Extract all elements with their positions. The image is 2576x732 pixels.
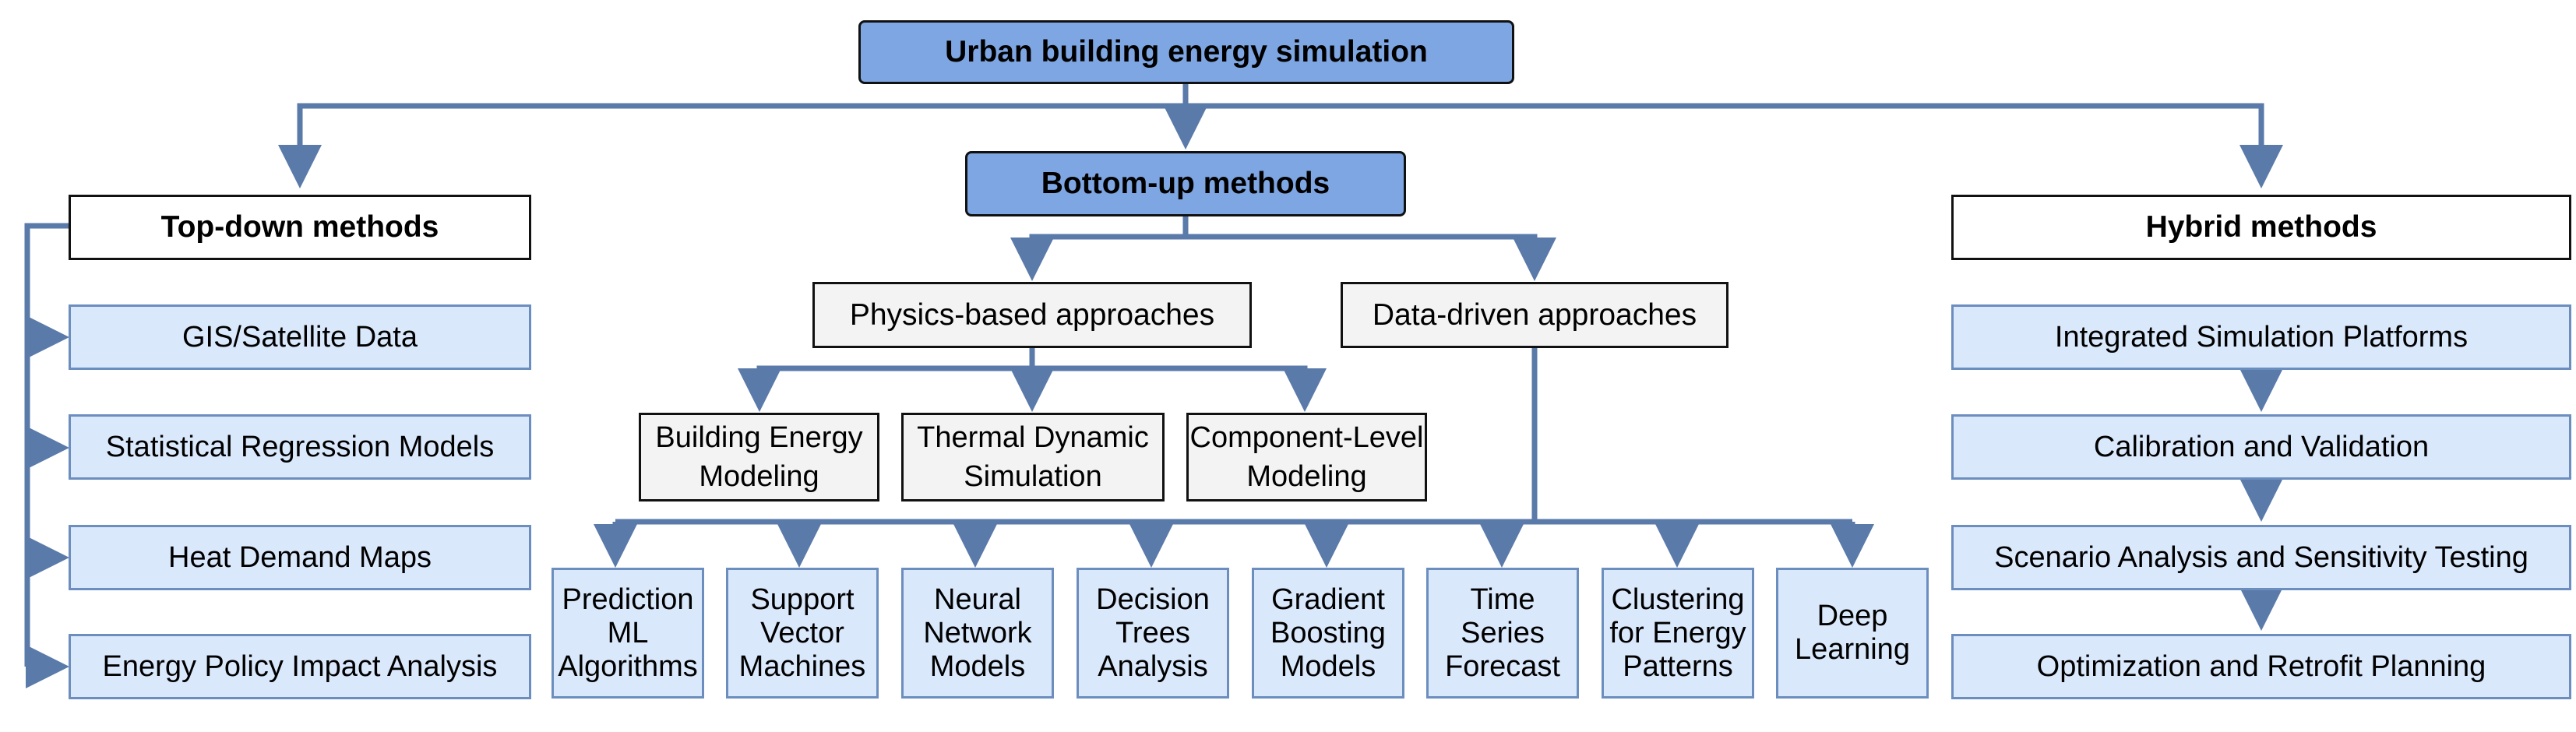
hybrid-methods-node: Hybrid methods bbox=[1951, 195, 2571, 260]
connector-physics-trunk bbox=[738, 348, 1035, 412]
hybrid-item: Calibration and Validation bbox=[1951, 414, 2571, 480]
connector-topdown-trunk bbox=[24, 223, 69, 667]
topdown-item: GIS/Satellite Data bbox=[69, 304, 531, 370]
bottom-up-methods-node: Bottom-up methods bbox=[965, 151, 1406, 216]
hybrid-item: Optimization and Retrofit Planning bbox=[1951, 634, 2571, 699]
hybrid-item: Scenario Analysis and Sensitivity Testin… bbox=[1951, 525, 2571, 590]
topdown-item: Heat Demand Maps bbox=[69, 525, 531, 590]
datadriven-item: Deep Learning bbox=[1776, 568, 1929, 699]
datadriven-item: Decision Trees Analysis bbox=[1077, 568, 1229, 699]
physics-item: Building Energy Modeling bbox=[639, 413, 879, 501]
physics-based-approaches-node: Physics-based approaches bbox=[812, 282, 1252, 348]
connector-root-hybrid bbox=[1186, 103, 2283, 188]
datadriven-item: Support Vector Machines bbox=[726, 568, 879, 699]
datadriven-item: Clustering for Energy Patterns bbox=[1602, 568, 1754, 699]
physics-item: Component-Level Modeling bbox=[1186, 413, 1427, 501]
datadriven-item: Time Series Forecast bbox=[1426, 568, 1579, 699]
connector-bottomup-physics bbox=[1010, 216, 1189, 281]
physics-item: Thermal Dynamic Simulation bbox=[901, 413, 1165, 501]
topdown-item: Statistical Regression Models bbox=[69, 414, 531, 480]
datadriven-item: Prediction ML Algorithms bbox=[551, 568, 704, 699]
topdown-item: Energy Policy Impact Analysis bbox=[69, 634, 531, 699]
connector-root-topdown bbox=[278, 103, 1186, 188]
connector-physics-right bbox=[1032, 365, 1327, 412]
datadriven-item: Gradient Boosting Models bbox=[1252, 568, 1404, 699]
hybrid-item: Integrated Simulation Platforms bbox=[1951, 304, 2571, 370]
data-driven-approaches-node: Data-driven approaches bbox=[1341, 282, 1728, 348]
root-node: Urban building energy simulation bbox=[858, 20, 1514, 84]
top-down-methods-node: Top-down methods bbox=[69, 195, 531, 260]
datadriven-item: Neural Network Models bbox=[901, 568, 1054, 699]
connector-bottomup-datadriven bbox=[1186, 234, 1556, 281]
